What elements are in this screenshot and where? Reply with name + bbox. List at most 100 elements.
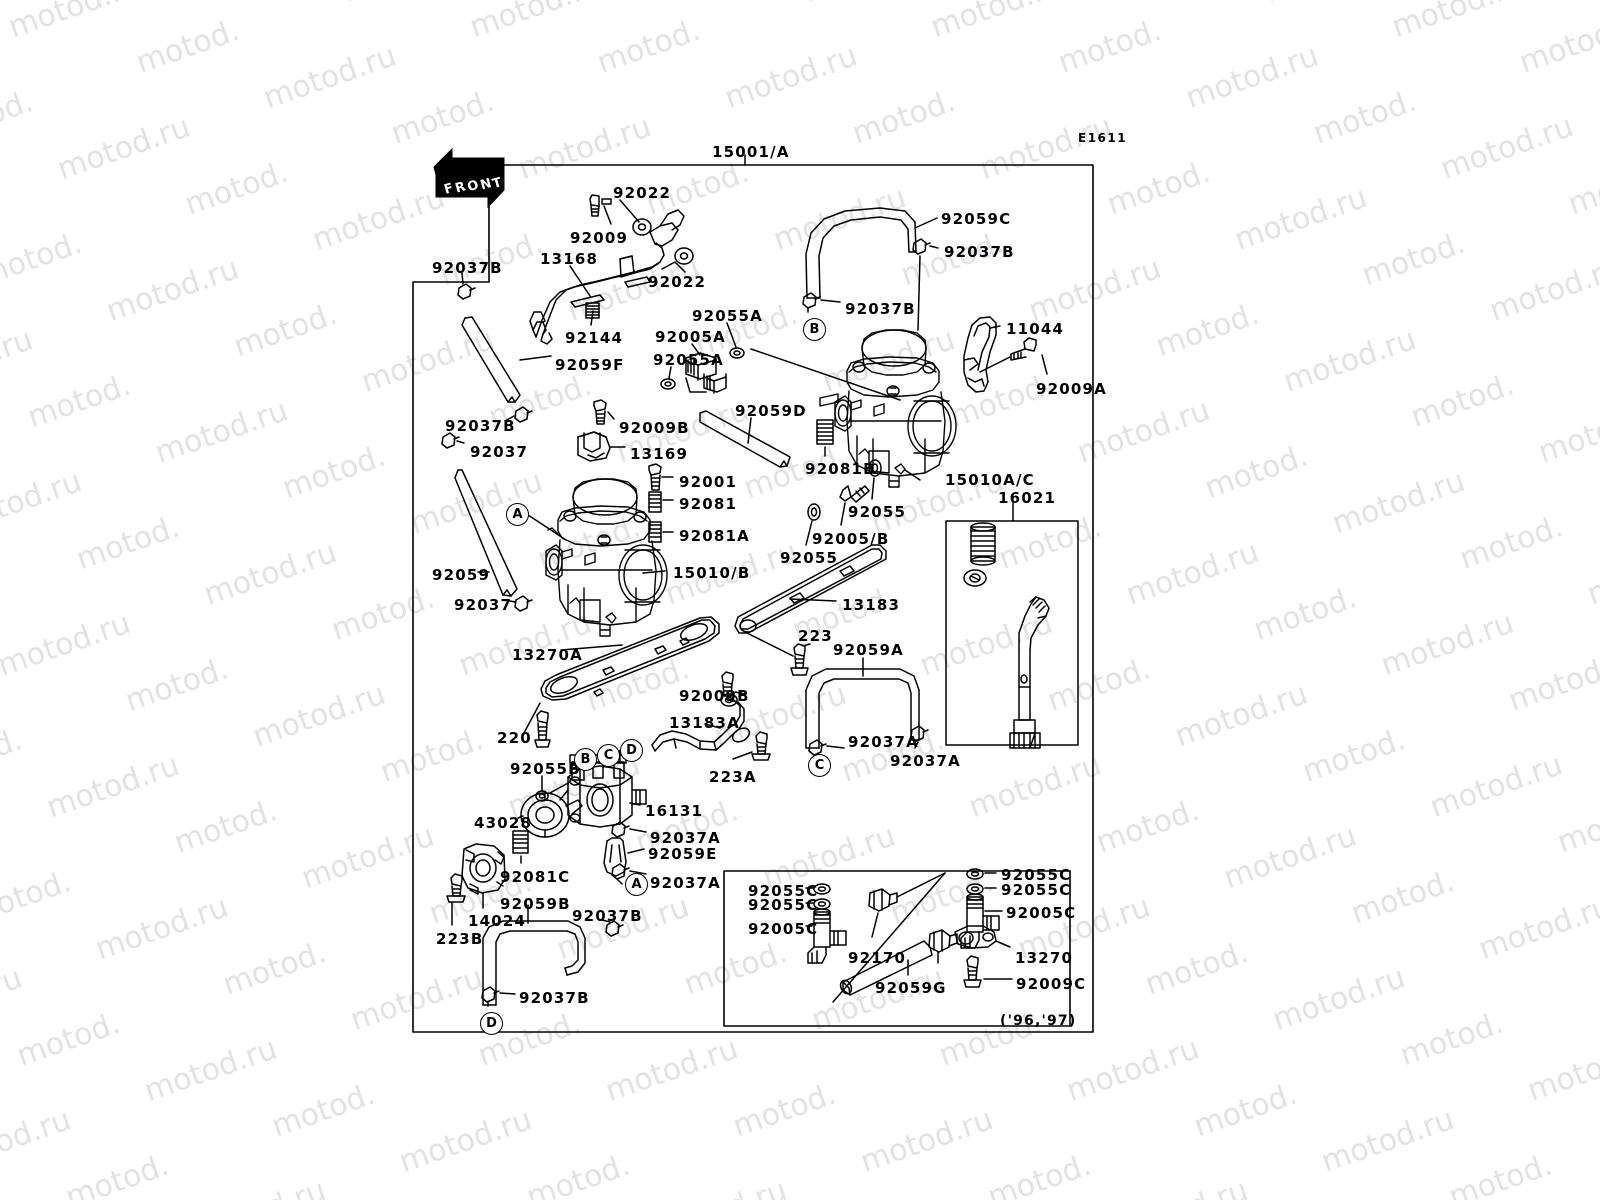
inset-92055c-oring-right-2: [966, 883, 984, 895]
part-label-92037b-upper-right: 92037B: [944, 243, 1015, 261]
inset-92170-clamp-right: [928, 929, 958, 953]
part-label-92059c: 92059C: [941, 210, 1012, 228]
part-label-220: 220: [497, 729, 532, 747]
part-92009-screw: [589, 194, 612, 217]
part-label-14024: 14024: [468, 912, 527, 930]
leader-13270: [995, 940, 1011, 948]
front-direction-arrow: F R O N T: [433, 147, 505, 209]
part-label-92022-lower: 92022: [648, 273, 707, 291]
part-label-92055a-right: 92055A: [692, 307, 763, 325]
part-92059c-hose: [805, 207, 917, 299]
part-label-92059a: 92059A: [833, 641, 904, 659]
part-label-92055b: 92055B: [510, 760, 581, 778]
part-92009b-screw-upper: [593, 399, 607, 425]
part-label-92081c: 92081C: [500, 868, 571, 886]
leader-92055a-right: [726, 322, 737, 348]
part-92081a-spring: [648, 521, 662, 543]
diagram-code-label: E1611: [1078, 131, 1128, 145]
part-92037b-clamp-mid-left: [514, 406, 533, 423]
part-label-92055c-left-2: 92055C: [748, 896, 819, 914]
part-label-13183: 13183: [842, 596, 901, 614]
part-label-92005c-right: 92005C: [1006, 904, 1077, 922]
part-label-223: 223: [798, 627, 833, 645]
leader-11044: [989, 325, 1001, 329]
part-label-15010-a-c: 15010A/C: [945, 471, 1035, 489]
part-label-92059: 92059: [432, 566, 491, 584]
part-label-92081b: 92081B: [805, 460, 876, 478]
leader-43028-to-pump: [559, 789, 569, 801]
part-label-92009b-lower: 92009B: [679, 687, 750, 705]
callout-marker-d-bottom: D: [480, 1012, 503, 1035]
part-label-92037b-hose: 92037B: [572, 907, 643, 925]
part-92055a-oring-left: [660, 378, 676, 390]
callout-marker-b-pump: B: [574, 748, 597, 771]
inset-92009c-screw: [963, 955, 982, 988]
part-16021-adjuster-tool: [1009, 596, 1050, 749]
part-223-screw: [790, 643, 809, 676]
part-92009a-screw: [1010, 337, 1037, 361]
part-label-16021: 16021: [998, 489, 1057, 507]
part-label-15001-a: 15001/A: [712, 143, 790, 161]
part-14024-cover: [461, 843, 506, 895]
part-label-223b: 223B: [436, 930, 484, 948]
leader-92055-upper: [871, 477, 875, 500]
part-label-92005a: 92005A: [655, 328, 726, 346]
part-92081c-spring: [512, 830, 529, 854]
part-label-92170-left: 92170: [848, 949, 907, 967]
leader-92059d: [747, 417, 752, 444]
link-fitting-lower: [685, 377, 707, 393]
part-label-92081: 92081: [679, 495, 738, 513]
leader-13168: [569, 265, 591, 297]
part-label-92055-lower: 92055: [780, 549, 839, 567]
part-92081b-spring: [816, 419, 834, 445]
part-label-13168: 13168: [540, 250, 599, 268]
part-13169-holder: [577, 431, 611, 462]
part-label-92005c-left: 92005C: [748, 920, 819, 938]
part-label-92005-b: 92005/B: [812, 530, 890, 548]
leader-92037b-b: [820, 299, 841, 303]
part-label-92022-top: 92022: [613, 184, 672, 202]
part-label-92055c-right-2: 92055C: [1001, 881, 1072, 899]
part-label-11044: 11044: [1006, 320, 1065, 338]
part-92005b-bolt: [839, 485, 870, 503]
leader-92037a-upper: [629, 828, 647, 833]
leader-92009a: [1041, 354, 1048, 375]
part-label-92009c: 92009C: [1016, 975, 1087, 993]
leader-13183: [789, 598, 837, 602]
part-label-13183a: 13183A: [669, 714, 740, 732]
part-label-92009a: 92009A: [1036, 380, 1107, 398]
leader-92009a-to-bracket: [979, 356, 1011, 373]
part-label-16131: 16131: [645, 802, 704, 820]
leader-92059e: [627, 848, 645, 854]
part-label-92037b-mid-right: 92037B: [845, 300, 916, 318]
leader-92059c: [914, 217, 938, 229]
leader-92009: [603, 205, 612, 225]
part-label-92009: 92009: [570, 229, 629, 247]
leader-92037a-left-low: [826, 745, 845, 749]
leader-92037b-to-carb: [917, 255, 921, 331]
part-92059f-tube: [461, 316, 521, 403]
callout-marker-d-pump: D: [620, 739, 643, 762]
part-223a-screw: [751, 731, 771, 761]
leader-223-to-plate: [744, 631, 794, 657]
part-label-92037a-upper: 92037A: [650, 829, 721, 847]
part-label-92037a-lower: 92037A: [650, 874, 721, 892]
callout-marker-a-left-carb: A: [506, 503, 529, 526]
part-label-92059f: 92059F: [555, 356, 625, 374]
part-label-92037a-left-low: 92037A: [848, 733, 919, 751]
part-label-15010-b: 15010/B: [673, 564, 751, 582]
part-label-13169: 13169: [630, 445, 689, 463]
part-label-92037-upper: 92037: [470, 443, 529, 461]
part-223b-screw: [446, 873, 466, 903]
part-92037-clamp-lower: [514, 595, 533, 612]
part-label-223a: 223A: [709, 768, 757, 786]
part-label-92059d: 92059D: [735, 402, 807, 420]
leader-92022-top: [619, 199, 640, 223]
leader-92005b: [840, 502, 846, 526]
part-92001-bolt: [648, 463, 662, 491]
inset-92005c-fitting-right: [960, 893, 1000, 949]
callout-marker-c-hose: C: [808, 754, 831, 777]
part-label-92037a-right-low: 92037A: [890, 752, 961, 770]
